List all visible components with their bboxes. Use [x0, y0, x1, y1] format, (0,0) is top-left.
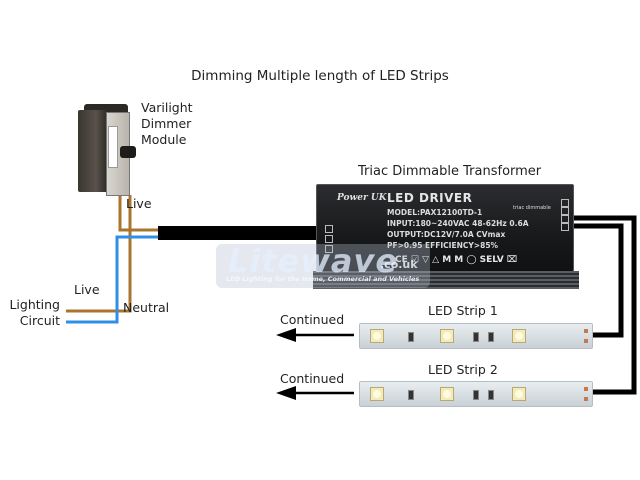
- led-chip: [512, 329, 526, 343]
- dc-wire-strip-1: [572, 223, 624, 338]
- dimmer-top: [84, 104, 128, 114]
- supply-neutral-label: Neutral: [123, 300, 170, 315]
- driver-efficiency: PF>0.95 EFFICIENCY>85%: [387, 241, 499, 250]
- output-terminal: [561, 207, 569, 215]
- dimmer-module-image: [78, 104, 136, 196]
- solder-pad: [584, 397, 588, 401]
- dimmer-sticker: [108, 126, 118, 168]
- led-chip: [440, 329, 454, 343]
- lighting-circuit-label: Lighting Circuit: [9, 297, 60, 328]
- watermark-tagline: LED Lighting for the Home, Commercial an…: [226, 275, 420, 283]
- resistor: [488, 332, 494, 342]
- solder-pad: [584, 329, 588, 333]
- led-chip: [370, 329, 384, 343]
- driver-heading: LED DRIVER: [387, 191, 473, 205]
- led-driver: Power UK LED DRIVER MODEL:PAX12100TD-1 I…: [313, 184, 579, 289]
- led-strip-2: [359, 381, 593, 407]
- led-chip: [512, 387, 526, 401]
- input-terminal: [325, 245, 333, 253]
- heatsink-fins: [313, 271, 579, 289]
- supply-live-label: Live: [74, 282, 100, 297]
- live-wire-to-driver: [118, 195, 160, 232]
- driver-input: INPUT:180~240VAC 48-62Hz 0.6A: [387, 219, 529, 228]
- continued-arrow-2-head: [276, 386, 296, 400]
- led-strip-1: [359, 323, 593, 349]
- input-terminal: [325, 235, 333, 243]
- watermark-brand: Litewave: [228, 242, 399, 280]
- dimmer-label: Varilight Dimmer Module: [141, 100, 193, 147]
- driver-output: OUTPUT:DC12V/7.0A CVmax: [387, 230, 506, 239]
- litewave-watermark: Litewave .co.uk LED Lighting for the Hom…: [216, 242, 430, 288]
- mains-cable: [158, 226, 318, 240]
- live-wire-circuit: [66, 195, 132, 313]
- solder-pad: [584, 339, 588, 343]
- triac-dimmable-badge: triac dimmable: [513, 205, 551, 211]
- dc-wire-strip-2: [572, 215, 637, 395]
- output-terminal: [561, 215, 569, 223]
- led-strip-2-label: LED Strip 2: [428, 362, 498, 377]
- continued-label-1: Continued: [280, 312, 345, 327]
- output-terminal: [561, 223, 569, 231]
- resistor: [408, 390, 414, 400]
- output-terminal: [561, 199, 569, 207]
- neutral-wire: [66, 235, 160, 324]
- driver-model: MODEL:PAX12100TD-1: [387, 208, 483, 217]
- transformer-caption: Triac Dimmable Transformer: [358, 164, 542, 179]
- resistor: [488, 390, 494, 400]
- dimmer-live-label: Live: [126, 196, 152, 211]
- led-chip: [370, 387, 384, 401]
- diagram-title: Dimming Multiple length of LED Strips: [191, 68, 449, 84]
- continued-arrow-1-head: [276, 328, 296, 342]
- dimmer-knob-icon: [120, 146, 136, 158]
- input-terminal: [325, 225, 333, 233]
- led-strip-1-label: LED Strip 1: [428, 303, 498, 318]
- resistor: [473, 332, 479, 342]
- led-chip: [440, 387, 454, 401]
- certification-marks: CE ☑ ▽ △ M M ◯ SELV ⌧: [395, 255, 518, 265]
- continued-label-2: Continued: [280, 371, 345, 386]
- watermark-domain: .co.uk: [380, 258, 418, 271]
- driver-brand: Power UK: [337, 193, 387, 203]
- resistor: [473, 390, 479, 400]
- resistor: [408, 332, 414, 342]
- dimmer-body: [78, 110, 108, 192]
- solder-pad: [584, 387, 588, 391]
